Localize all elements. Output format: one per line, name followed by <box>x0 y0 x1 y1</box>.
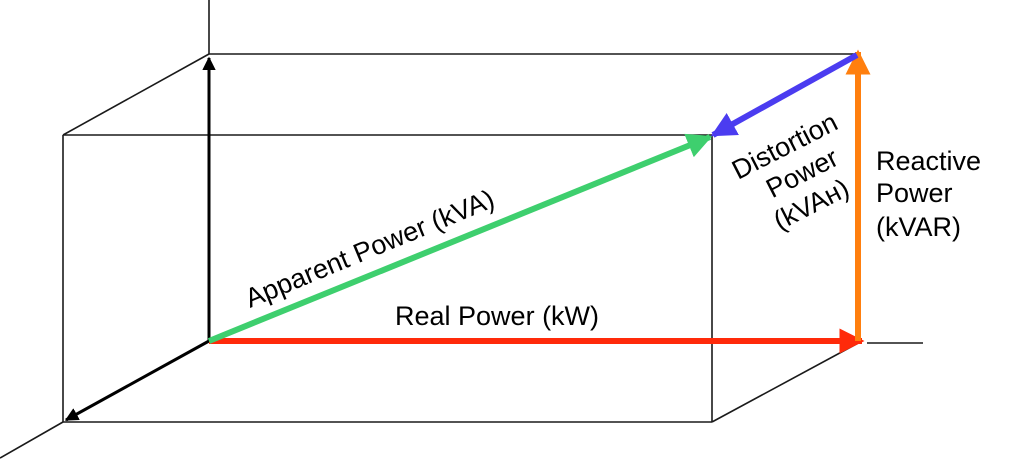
real-power-label: Real Power (kW) <box>395 301 599 331</box>
apparent-power-label: Apparent Power (kVA) <box>241 184 499 314</box>
reactive-label-line-3: (kVAR) <box>876 212 961 242</box>
edge-bottom-right-diagonal <box>711 340 863 423</box>
box-wireframe <box>0 0 923 459</box>
reactive-label-line-2: Power <box>876 178 953 208</box>
reactive-power-label: Reactive Power (kVAR) <box>876 146 981 242</box>
edge-depth-axis-extension <box>0 421 64 459</box>
depth-axis-arrow <box>64 339 210 422</box>
distortion-power-vector <box>710 52 859 138</box>
edge-top-left-diagonal <box>62 53 210 136</box>
distortion-power-label: Distortion Power (kVAн) <box>727 107 854 236</box>
reactive-label-line-1: Reactive <box>876 146 981 176</box>
apparent-power-vector <box>207 133 713 344</box>
